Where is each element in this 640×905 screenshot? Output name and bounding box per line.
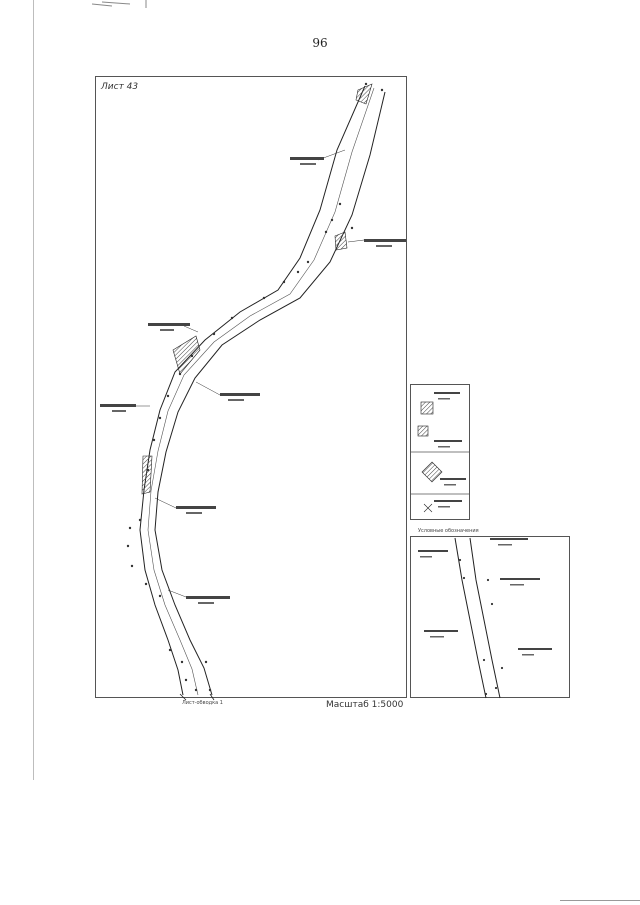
callout-7 [167,589,230,604]
inset-station-markers [458,558,504,696]
bottom-rule [560,900,640,901]
inset-callouts [418,538,552,656]
map-frame [95,76,407,698]
callout-1 [290,149,346,165]
inset-corridor-right [469,537,501,699]
callout-6 [154,497,216,514]
route-end-right [209,693,215,701]
legend-symbol-point [423,500,462,513]
hatched-parcel-mid [334,231,348,251]
callout-2 [347,239,406,247]
station-markers [126,82,384,692]
callout-4 [195,381,260,401]
legend-symbol-area [417,392,462,448]
scan-artifact-marks [92,0,147,8]
route-end-left [179,693,187,701]
scan-artifact [92,0,152,8]
inset-map-frame [410,536,570,698]
hatched-parcel-left [172,335,201,375]
page-number: 96 [312,36,328,50]
callout-5 [100,404,150,412]
hatched-parcel-top [355,83,373,105]
left-margin-line [33,0,34,780]
legend-symbol-cross [421,461,466,486]
legend-caption: Условные обозначения [418,528,479,534]
callout-3 [148,323,199,333]
hatched-parcel-low [141,455,153,495]
scale-label: Масштаб 1:5000 [326,700,404,710]
sheet-label: Лист 43 [101,82,139,92]
bottom-caption: Лист-обводка 1 [182,700,223,706]
corridor-left-edge [139,85,366,696]
inset-corridor-left [454,537,487,699]
corridor-centerline [147,87,375,696]
